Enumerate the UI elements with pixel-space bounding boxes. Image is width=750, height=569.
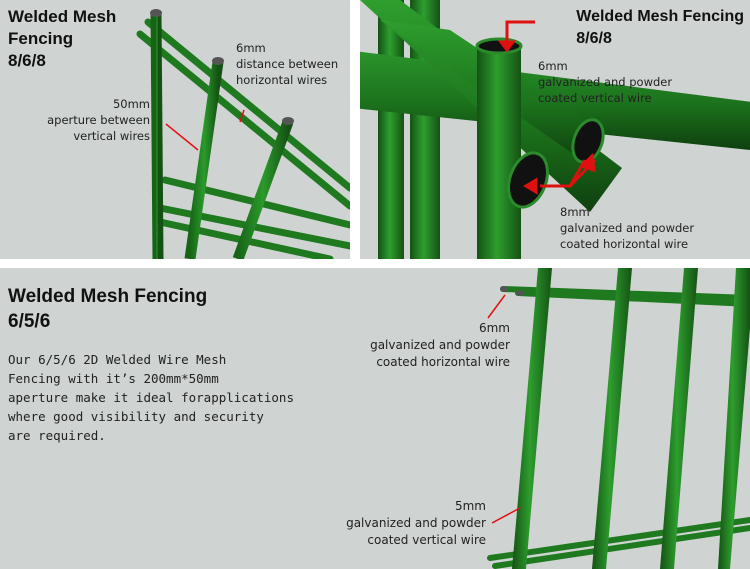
note-aperture: 50mm aperture between vertical wires xyxy=(42,96,150,144)
note-line: coated vertical wire xyxy=(538,91,652,105)
note-line: distance between xyxy=(236,57,339,71)
description-line: where good visibility and security xyxy=(8,409,264,424)
note-line: coated horizontal wire xyxy=(376,355,510,369)
note-line: galvanized and powder xyxy=(346,516,486,530)
note-line: coated vertical wire xyxy=(367,533,486,547)
note-line: 6mm xyxy=(236,41,266,55)
title-line: 8/6/8 xyxy=(576,30,612,47)
description-line: Fencing with it’s 200mm*50mm xyxy=(8,371,219,386)
note-horizontal-wire: 8mm galvanized and powder coated horizon… xyxy=(560,204,694,252)
note-line: vertical wires xyxy=(73,129,150,143)
note-vertical-wire: 6mm galvanized and powder coated vertica… xyxy=(538,58,672,106)
panel-welded-mesh-656: Welded Mesh Fencing 6/5/6 Our 6/5/6 2D W… xyxy=(0,268,750,569)
note-line: horizontal wires xyxy=(236,73,328,87)
fence-panel-illustration xyxy=(487,268,750,569)
title-line: 6/5/6 xyxy=(8,311,51,332)
panel-wire-crosssection-868: Welded Mesh Fencing 8/6/8 6mm galvanized… xyxy=(360,0,750,259)
note-line: galvanized and powder xyxy=(538,75,673,89)
panel-title: Welded Mesh Fencing 8/6/8 xyxy=(8,6,116,72)
wire-crosssection-illustration xyxy=(360,0,750,259)
note-line: galvanized and powder xyxy=(370,338,510,352)
panel-title: Welded Mesh Fencing 6/5/6 xyxy=(8,284,207,334)
note-line: galvanized and powder xyxy=(560,221,695,235)
title-line: Welded Mesh xyxy=(8,7,117,26)
panel-welded-mesh-868-detail: Welded Mesh Fencing 8/6/8 6mm distance b… xyxy=(0,0,350,259)
description-line: are required. xyxy=(8,428,106,443)
note-line: 8mm xyxy=(560,205,590,219)
description-line: Our 6/5/6 2D Welded Wire Mesh xyxy=(8,352,227,367)
note-horizontal-wire: 6mm galvanized and powder coated horizon… xyxy=(345,320,510,371)
note-line: aperture between xyxy=(47,113,150,127)
note-vertical-wire: 5mm galvanized and powder coated vertica… xyxy=(318,498,486,549)
title-line: Welded Mesh Fencing xyxy=(8,286,208,307)
description-line: aperture make it ideal forapplications xyxy=(8,390,294,405)
note-line: 50mm xyxy=(112,97,150,111)
product-description: Our 6/5/6 2D Welded Wire Mesh Fencing wi… xyxy=(8,350,308,445)
panel-title: Welded Mesh Fencing 8/6/8 xyxy=(576,6,744,50)
title-line: 8/6/8 xyxy=(8,51,46,70)
note-wire-distance: 6mm distance between horizontal wires xyxy=(236,40,338,88)
note-line: 6mm xyxy=(478,321,510,335)
note-line: 5mm xyxy=(454,499,486,513)
note-line: coated horizontal wire xyxy=(560,237,689,251)
wire-mesh-illustration xyxy=(136,9,350,259)
title-line: Welded Mesh Fencing xyxy=(576,8,744,25)
title-line: Fencing xyxy=(8,29,74,48)
note-line: 6mm xyxy=(538,59,568,73)
